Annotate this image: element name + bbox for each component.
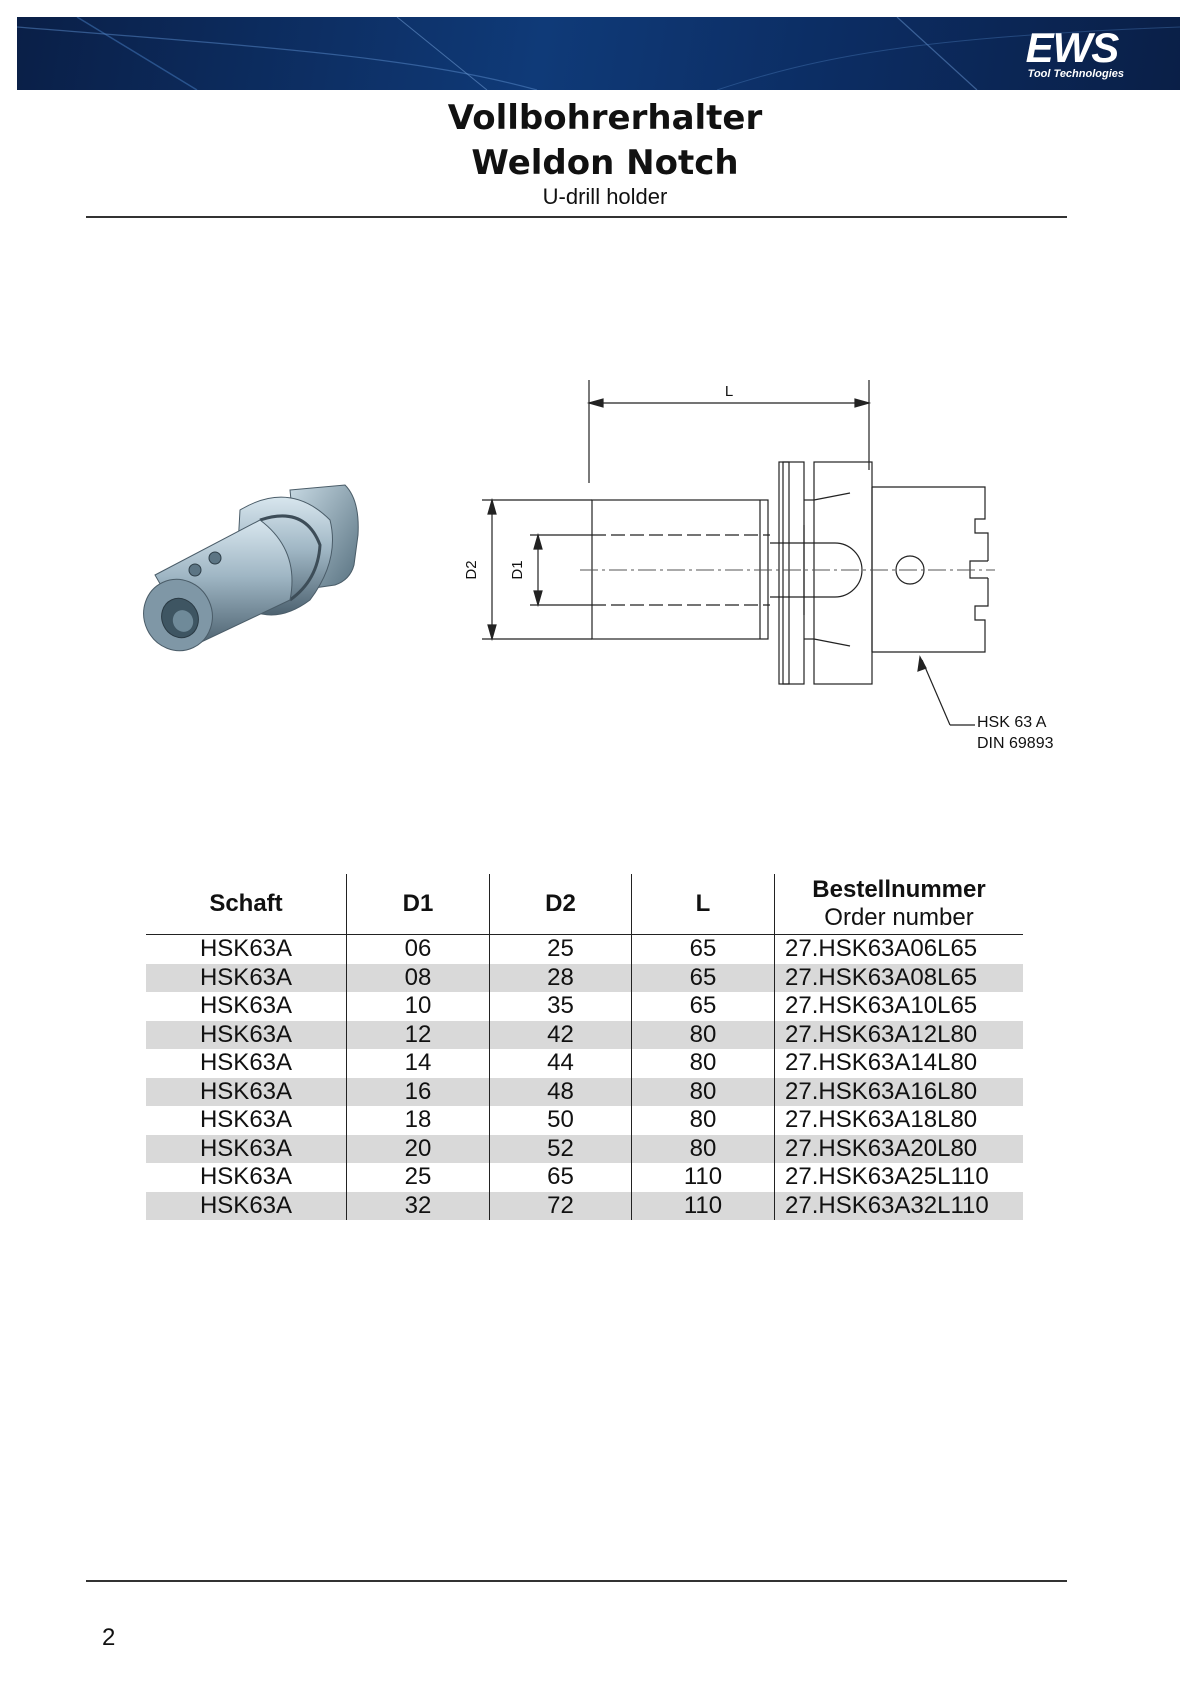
- dimension-label-D2: D2: [463, 560, 480, 579]
- table-row: HSK63A 06 25 65 27.HSK63A06L65: [146, 934, 1023, 964]
- cell-l: 110: [631, 1191, 775, 1220]
- logo-subtext: Tool Technologies: [1027, 68, 1124, 80]
- cell-d2: 42: [489, 1020, 632, 1049]
- cell-l: 65: [631, 934, 775, 964]
- header-divider: [86, 216, 1067, 218]
- cell-d1: 08: [346, 963, 490, 992]
- cell-l: 80: [631, 1106, 775, 1135]
- dimension-label-L: L: [725, 383, 733, 400]
- table-row: HSK63A 08 28 65 27.HSK63A08L65: [146, 963, 1023, 992]
- dimension-label-D1: D1: [509, 560, 526, 579]
- footer-divider: [86, 1580, 1067, 1582]
- cell-schaft: HSK63A: [199, 992, 293, 1020]
- header-order-en: Order number: [824, 904, 974, 931]
- technical-drawing: L D2 D1: [463, 380, 995, 726]
- cell-order-number: 27.HSK63A12L80: [774, 1020, 1023, 1049]
- cell-order-number: 27.HSK63A16L80: [774, 1077, 1023, 1106]
- table-row: HSK63A 16 48 80 27.HSK63A16L80: [146, 1077, 1023, 1106]
- standard-note: HSK 63 A: [977, 714, 1047, 731]
- cell-d1: 32: [346, 1191, 490, 1220]
- cell-d1: 14: [346, 1049, 490, 1078]
- cell-d1: 12: [346, 1020, 490, 1049]
- cell-d1: 25: [346, 1163, 490, 1192]
- cell-d2: 65: [489, 1163, 632, 1192]
- page-number: 2: [102, 1624, 116, 1651]
- cell-l: 80: [631, 1134, 775, 1163]
- table-row: HSK63A 14 44 80 27.HSK63A14L80: [146, 1049, 1023, 1078]
- cell-d1: 16: [346, 1077, 490, 1106]
- cell-order-number: 27.HSK63A06L65: [774, 934, 1023, 964]
- banner-streaks: [17, 17, 1180, 90]
- product-photo: [143, 484, 359, 652]
- table-row: HSK63A 20 52 80 27.HSK63A20L80: [146, 1134, 1023, 1163]
- ews-logo: EWS Tool Technologies: [1025, 24, 1124, 81]
- cell-l: 65: [631, 963, 775, 992]
- table-row: HSK63A 18 50 80 27.HSK63A18L80: [146, 1106, 1023, 1135]
- cell-order-number: 27.HSK63A18L80: [774, 1106, 1023, 1135]
- page-title: Vollbohrerhalter: [447, 98, 763, 138]
- cell-schaft: HSK63A: [199, 1106, 293, 1134]
- cell-schaft: HSK63A: [146, 1077, 347, 1106]
- cell-order-number: 27.HSK63A32L110: [774, 1191, 1023, 1220]
- header-banner: EWS Tool Technologies: [17, 17, 1180, 90]
- cell-schaft: HSK63A: [146, 963, 347, 992]
- din-note: DIN 69893: [977, 735, 1054, 752]
- cell-d1: 06: [346, 934, 490, 964]
- cell-schaft: HSK63A: [146, 1191, 347, 1220]
- cell-d1: 18: [346, 1106, 490, 1135]
- cell-l: 110: [631, 1163, 775, 1192]
- cell-schaft: HSK63A: [199, 1049, 293, 1077]
- cell-d1: 10: [346, 992, 490, 1021]
- cell-d1: 20: [346, 1134, 490, 1163]
- cell-order-number: 27.HSK63A10L65: [774, 992, 1023, 1021]
- cell-order-number: 27.HSK63A25L110: [774, 1163, 1023, 1192]
- cell-l: 80: [631, 1020, 775, 1049]
- cell-l: 80: [631, 1077, 775, 1106]
- header-order-number: Bestellnummer Order number: [774, 874, 1023, 935]
- cell-schaft: HSK63A: [199, 935, 293, 963]
- table-row: HSK63A 32 72 110 27.HSK63A32L110: [146, 1191, 1023, 1220]
- cell-d2: 44: [489, 1049, 632, 1078]
- cell-order-number: 27.HSK63A20L80: [774, 1134, 1023, 1163]
- header-schaft: Schaft: [146, 874, 347, 935]
- cell-d2: 28: [489, 963, 632, 992]
- cell-schaft: HSK63A: [199, 1163, 293, 1191]
- header-d1: D1: [346, 874, 490, 935]
- cell-d2: 25: [489, 934, 632, 964]
- table-row: HSK63A 25 65 110 27.HSK63A25L110: [146, 1163, 1023, 1192]
- cell-schaft: HSK63A: [146, 1134, 347, 1163]
- header-order-de: Bestellnummer: [812, 876, 986, 903]
- cell-schaft: HSK63A: [146, 1020, 347, 1049]
- cell-order-number: 27.HSK63A14L80: [774, 1049, 1023, 1078]
- page-title-secondary: Weldon Notch: [471, 143, 739, 183]
- page-subtitle: U-drill holder: [542, 184, 668, 209]
- cell-d2: 35: [489, 992, 632, 1021]
- cell-d2: 48: [489, 1077, 632, 1106]
- cell-l: 80: [631, 1049, 775, 1078]
- cell-l: 65: [631, 992, 775, 1021]
- cell-d2: 72: [489, 1191, 632, 1220]
- logo-text: EWS: [1025, 24, 1120, 71]
- cell-d2: 52: [489, 1134, 632, 1163]
- cell-order-number: 27.HSK63A08L65: [774, 963, 1023, 992]
- table-header-row: Schaft D1 D2 L Bestellnummer Order numbe…: [146, 874, 1023, 935]
- table-row: HSK63A 12 42 80 27.HSK63A12L80: [146, 1020, 1023, 1049]
- table-row: HSK63A 10 35 65 27.HSK63A10L65: [146, 992, 1023, 1021]
- cell-d2: 50: [489, 1106, 632, 1135]
- header-l: L: [631, 874, 775, 935]
- product-table: Schaft D1 D2 L Bestellnummer Order numbe…: [146, 874, 1023, 1220]
- header-d2: D2: [489, 874, 632, 935]
